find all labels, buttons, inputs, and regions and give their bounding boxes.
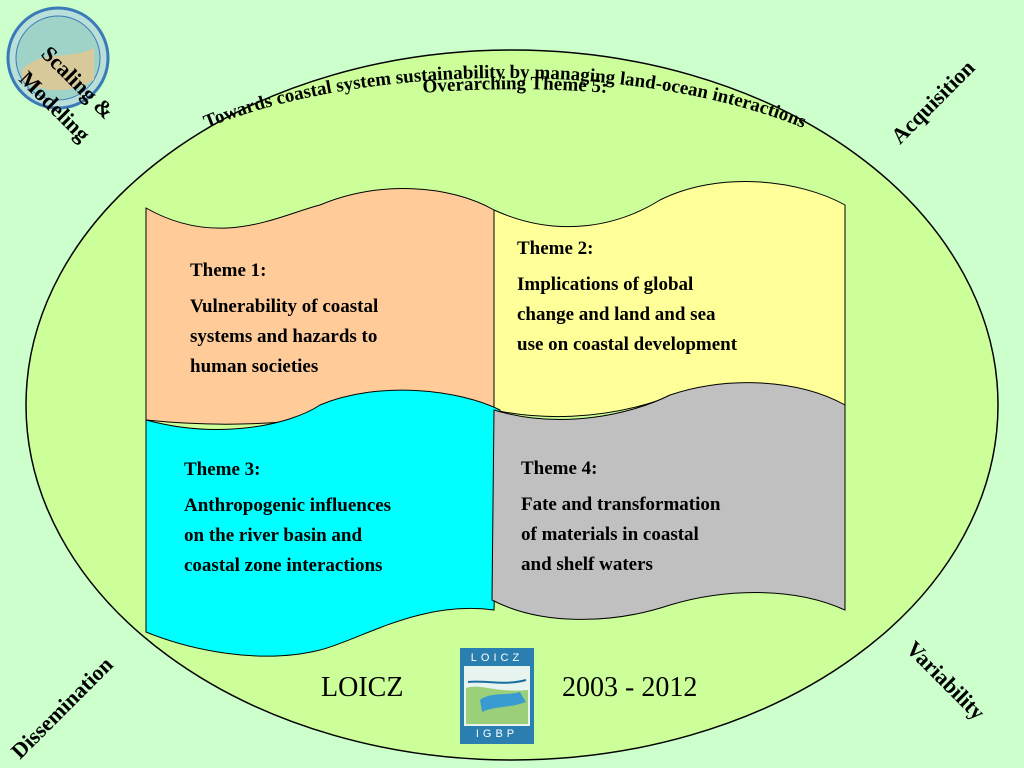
- footer-years: 2003 - 2012: [562, 672, 698, 703]
- theme-1-line-3: human societies: [190, 356, 319, 377]
- theme-1-title: Theme 1:: [190, 260, 267, 281]
- theme-4-line-3: and shelf waters: [521, 554, 653, 575]
- theme-3-line-1: Anthropogenic influences: [184, 495, 392, 516]
- loicz-igbp-logo: LOICZ IGBP: [460, 648, 534, 744]
- theme-3-line-2: on the river basin and: [184, 525, 363, 546]
- theme-2-line-2: change and land and sea: [517, 304, 716, 325]
- theme-4-line-2: of materials in coastal: [521, 524, 699, 545]
- corner-dissemination: Dissemination: [6, 652, 118, 764]
- theme-2-line-3: use on coastal development: [517, 334, 738, 355]
- theme-4-line-1: Fate and transformation: [521, 494, 721, 515]
- theme-1-text: Theme 1: Vulnerability of coastal system…: [190, 256, 378, 382]
- overarching-line1-path: Overarching Theme 5:: [422, 73, 608, 98]
- theme-4-title: Theme 4:: [521, 458, 598, 479]
- theme-1-line-2: systems and hazards to: [190, 326, 378, 347]
- theme-2-scroll: [493, 181, 846, 418]
- theme-3-scroll: [145, 389, 501, 657]
- overarching-line1: Overarching Theme 5:: [422, 73, 608, 98]
- theme-3-line-3: coastal zone interactions: [184, 555, 383, 576]
- logo-top-label: LOICZ: [470, 652, 524, 664]
- footer-loicz: LOICZ: [321, 672, 404, 703]
- corner-variability: Variability: [901, 636, 990, 725]
- corner-acquisition: Acquisition: [886, 55, 980, 149]
- theme-2-title: Theme 2:: [517, 238, 594, 259]
- theme-2-text: Theme 2: Implications of global change a…: [517, 234, 737, 360]
- logo-wave-icon: [464, 666, 530, 726]
- theme-2-line-1: Implications of global: [517, 274, 694, 295]
- globe-logo-icon: [6, 6, 110, 110]
- theme-4-text: Theme 4: Fate and transformation of mate…: [521, 454, 720, 580]
- logo-bottom-label: IGBP: [475, 728, 519, 740]
- theme-4-scroll: [491, 382, 846, 620]
- theme-1-line-1: Vulnerability of coastal: [190, 296, 379, 317]
- theme-3-title: Theme 3:: [184, 459, 261, 480]
- theme-3-text: Theme 3: Anthropogenic influences on the…: [184, 455, 391, 581]
